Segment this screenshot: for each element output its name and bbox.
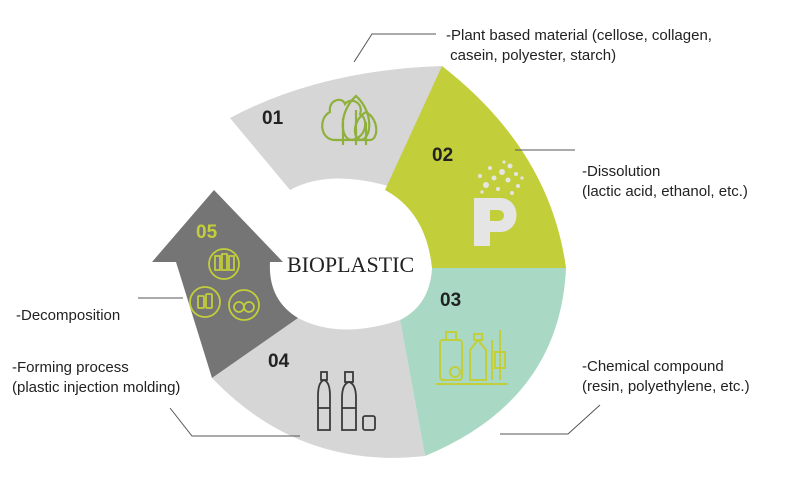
p-bubbles-icon <box>474 160 524 246</box>
leader-line-01 <box>353 33 436 63</box>
stage-01-line-2: casein, polyester, starch) <box>446 47 617 64</box>
stage-number-01: 01 <box>262 108 284 129</box>
stage-01-description: -Plant based material (cellose, collagen… <box>446 26 712 66</box>
stage-03-description: -Chemical compound (resin, polyethylene,… <box>582 357 750 397</box>
stage-02-line-2: (lactic acid, ethanol, etc.) <box>582 183 748 200</box>
center-label: BIOPLASTIC <box>287 252 414 277</box>
segment-03 <box>400 268 566 456</box>
stage-number-04: 04 <box>268 351 290 372</box>
stage-03-line-2: (resin, polyethylene, etc.) <box>582 378 750 395</box>
stage-02-line-1: -Dissolution <box>582 163 661 180</box>
stage-05-description: -Decomposition <box>16 306 120 326</box>
stage-01-line-1: -Plant based material (cellose, collagen… <box>446 27 712 44</box>
stage-02-description: -Dissolution (lactic acid, ethanol, etc.… <box>582 162 748 202</box>
stage-03-line-1: -Chemical compound <box>582 358 724 375</box>
stage-04-line-2: (plastic injection molding) <box>12 379 181 396</box>
stage-number-02: 02 <box>432 145 453 166</box>
leader-line-03 <box>500 404 601 435</box>
bottles-icon <box>317 371 376 431</box>
trees-icon <box>321 94 378 145</box>
segment-05-arrow <box>152 190 298 378</box>
stage-04-line-1: -Forming process <box>12 359 129 376</box>
segment-02 <box>385 66 566 268</box>
stage-number-03: 03 <box>440 290 461 311</box>
cosmetics-icon <box>189 248 260 321</box>
segment-01 <box>230 66 442 190</box>
stage-number-05: 05 <box>196 222 218 243</box>
stage-05-line-1: -Decomposition <box>16 307 121 324</box>
stage-04-description: -Forming process (plastic injection mold… <box>12 358 180 398</box>
lab-equipment-icon <box>436 330 508 385</box>
leader-line-04 <box>169 407 300 437</box>
